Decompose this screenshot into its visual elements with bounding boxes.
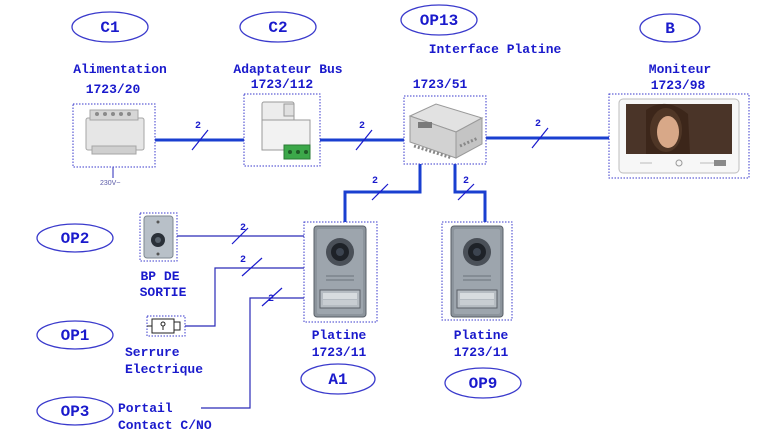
wire-count-serrure: 2 [240,255,246,266]
moniteur-device [608,93,750,179]
badges: C1 C2 OP13 B OP2 OP1 OP3 A1 OP9 [36,4,701,426]
badge-op3: OP3 [61,403,90,421]
bp-label-line2: SORTIE [140,285,187,300]
platine1-ref: 1723/11 [312,345,367,360]
serrure-label-line2: Electrique [125,362,203,377]
slash-bp [231,227,249,245]
portail-label-line1: Portail [118,401,173,416]
alimentation-ref: 1723/20 [86,82,141,97]
badge-op1-outline [36,320,114,350]
wire-op13-platine1 [343,164,422,222]
wire-count-c2-op13: 2 [359,121,365,132]
exit-push-button-icon [143,215,174,259]
badge-c1: C1 [100,19,119,37]
adaptateur-name: Adaptateur Bus [233,62,342,77]
badge-b-outline [639,13,701,43]
badge-c2: C2 [268,19,287,37]
badge-op1: OP1 [61,327,90,345]
wire-count-op13-platine2: 2 [463,176,469,187]
slash-portail [261,287,283,307]
badge-op9: OP9 [469,375,498,393]
badge-op2-outline [36,223,114,253]
slash-op13-platine1 [371,183,389,201]
moniteur-name: Moniteur [649,62,711,77]
electric-lock-icon [147,318,181,334]
video-monitor-icon [618,98,740,174]
wire-serrure-platine [185,267,304,327]
din-bus-adapter-icon [261,101,311,160]
badge-op2: OP2 [61,230,90,248]
platine2-name: Platine [454,328,509,343]
interface-device [403,95,487,165]
interface-module-icon [408,103,484,160]
wire-markers [191,127,549,307]
serrure-device [146,315,186,337]
slash-c1-c2 [191,129,209,151]
door-entry-panel-icon [313,225,367,318]
badge-a1-outline [300,363,376,395]
wire-portail-platine [201,297,304,409]
serrure-label-line1: Serrure [125,345,180,360]
alimentation-voltage: 230V~ [100,180,120,187]
platine1-device [303,221,378,323]
badge-b: B [665,20,675,38]
portail-label-line2: Contact C/NO [118,418,212,433]
alimentation-name: Alimentation [73,62,167,77]
moniteur-ref: 1723/98 [651,78,706,93]
wire-op13-platine2 [453,164,487,222]
din-power-supply-icon [85,109,145,155]
slash-c2-op13 [355,129,373,151]
adaptateur-device [243,93,321,167]
badge-op9-outline [444,367,522,399]
alimentation-device [72,103,156,168]
badge-op13: OP13 [420,12,458,30]
wire-numbers: 2 2 2 2 2 2 2 2 [195,119,541,305]
labels: Alimentation 1723/20 Adaptateur Bus 1723… [73,42,711,433]
bp-label-line1: BP DE [140,269,179,284]
wire-count-c1-c2: 2 [195,121,201,132]
platine1-name: Platine [312,328,367,343]
wire-count-portail: 2 [268,294,274,305]
wire-count-bp: 2 [240,223,246,234]
badge-op13-outline [400,4,478,36]
slash-serrure [241,257,263,277]
interface-ref: 1723/51 [413,77,468,92]
badge-op3-outline [36,396,114,426]
adaptateur-ref: 1723/112 [251,77,314,92]
platine2-ref: 1723/11 [454,345,509,360]
interface-name: Interface Platine [429,42,562,57]
slash-op13-platine2 [457,183,475,201]
bp-device [139,212,178,262]
platine2-device [441,221,513,321]
badge-c1-outline [71,11,149,43]
wire-count-op13-b: 2 [535,119,541,130]
slash-op13-b [531,127,549,149]
badge-c2-outline [239,11,317,43]
door-entry-panel-icon [450,225,504,318]
badge-a1: A1 [328,371,347,389]
wire-count-op13-platine1: 2 [372,176,378,187]
